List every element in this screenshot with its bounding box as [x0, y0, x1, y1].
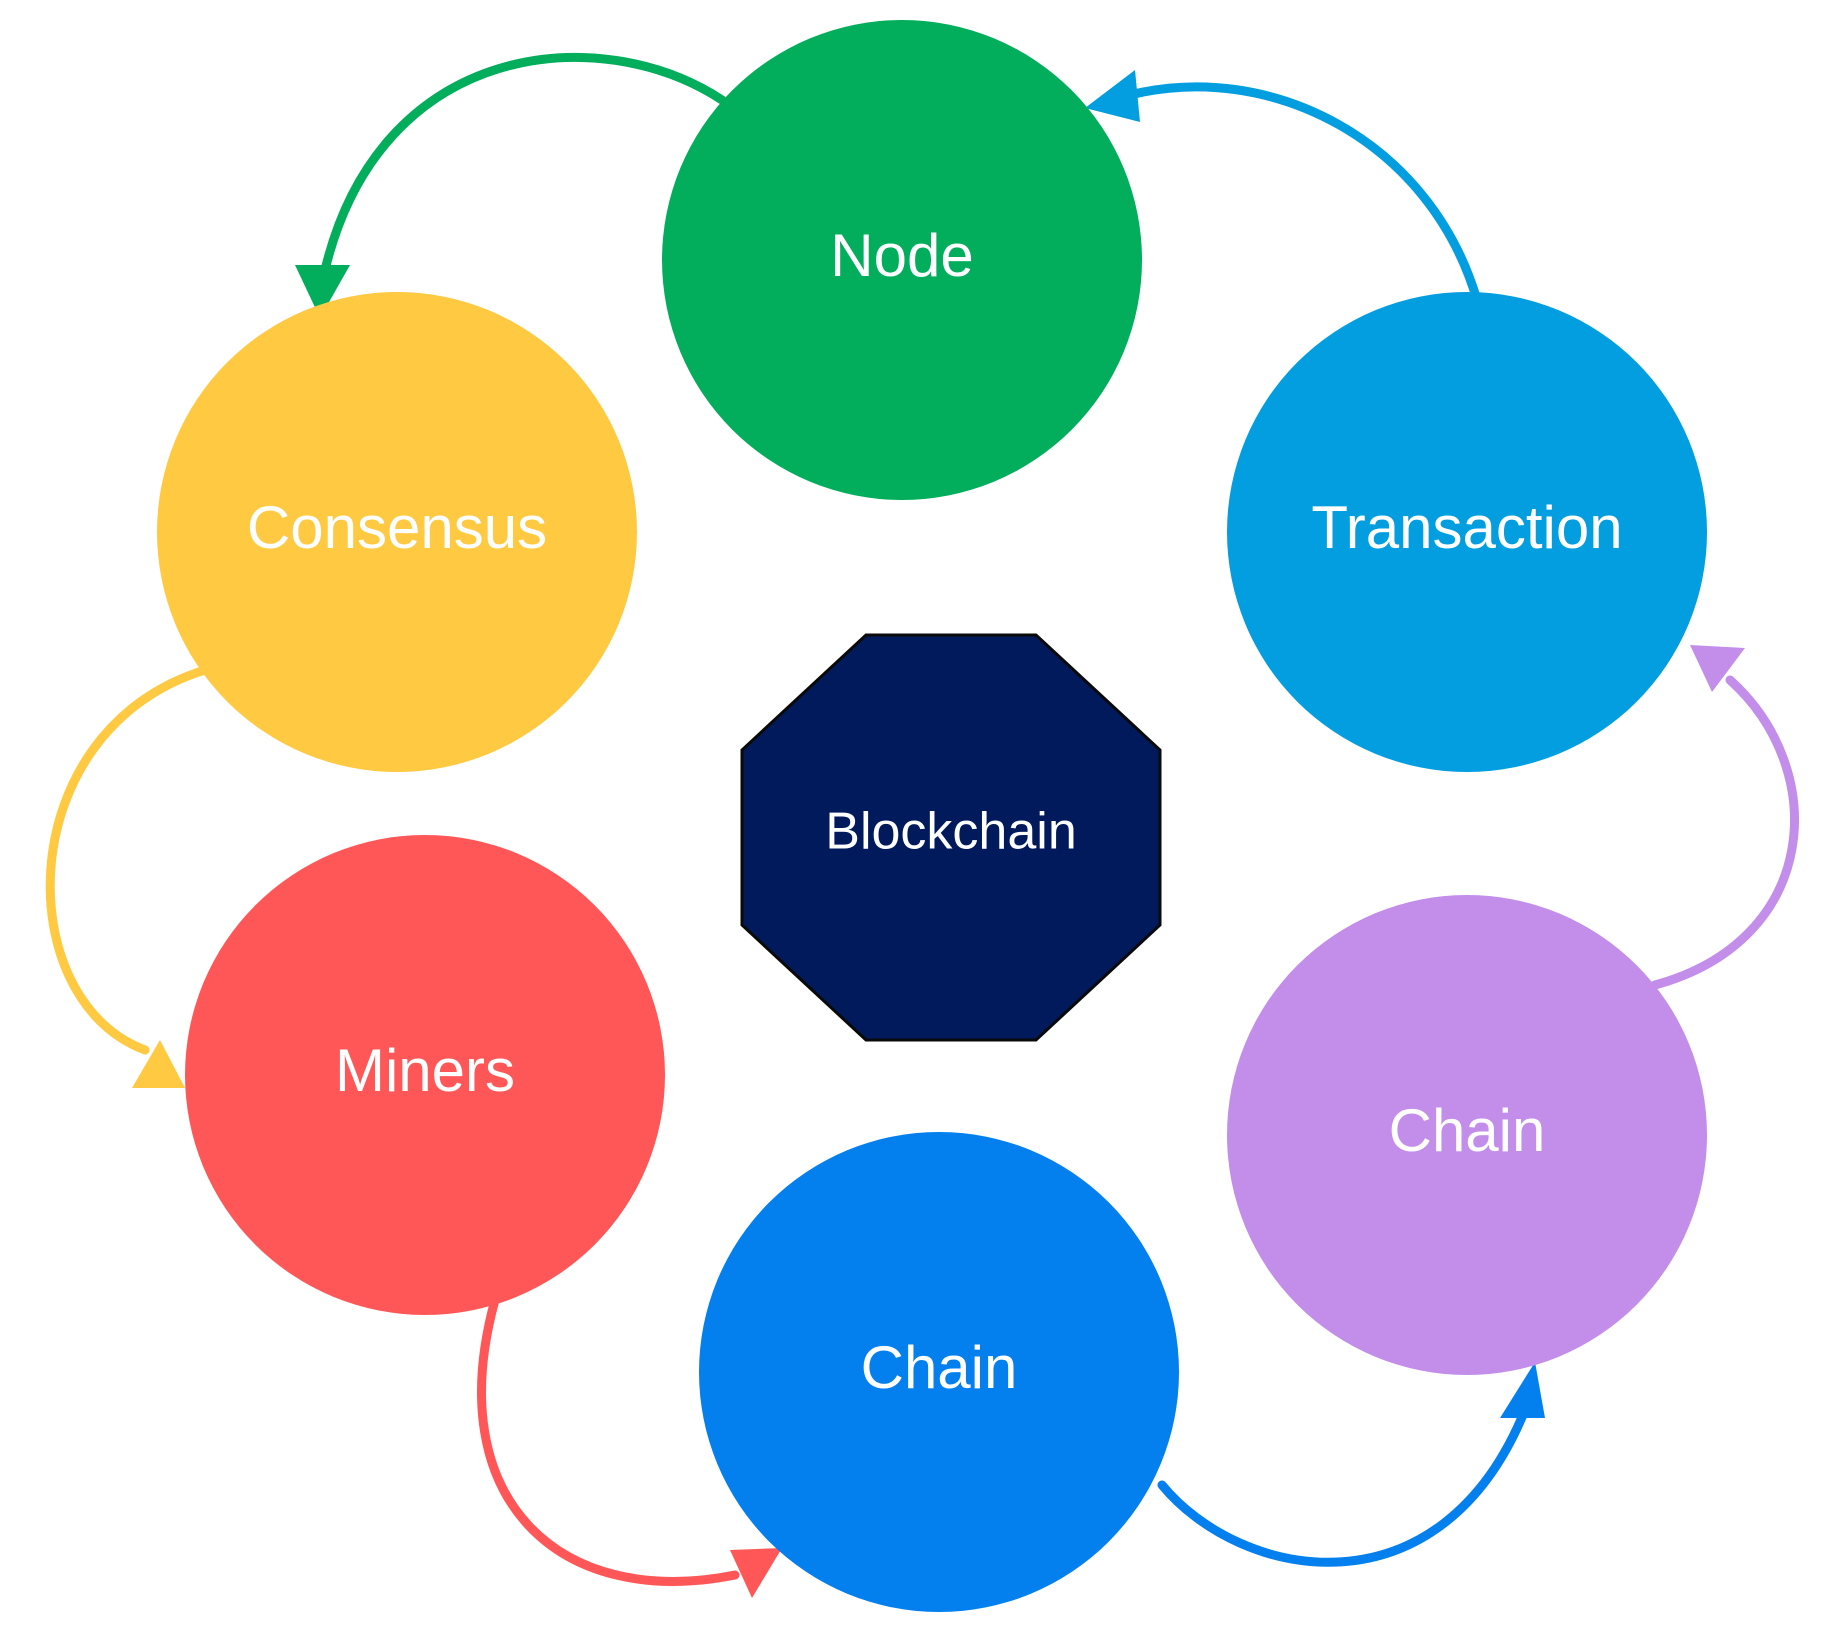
arrow-chainbottom-to-chainright — [1157, 1405, 1530, 1567]
node-chain-right-label: Chain — [1389, 1097, 1546, 1164]
arrowhead-node-to-consensus — [295, 265, 350, 318]
node-miners-label: Miners — [335, 1037, 515, 1104]
node-chain-bottom-shape — [699, 1132, 1179, 1612]
node-chain-right-shape — [1227, 895, 1707, 1375]
node-circle-chain-right: Chain — [1227, 895, 1707, 1375]
node-consensus-label: Consensus — [247, 494, 547, 561]
arrow-consensus-to-miners — [45, 665, 210, 1055]
arrowhead-chainright-to-transaction — [1690, 645, 1745, 692]
arrowhead-transaction-to-node — [1085, 70, 1140, 122]
arrowhead-consensus-to-miners — [132, 1040, 185, 1088]
node-node-label: Node — [830, 222, 973, 289]
arrow-chainright-to-transaction — [1650, 675, 1799, 990]
node-consensus-shape — [157, 292, 637, 772]
center-octagon — [740, 633, 1162, 1042]
center-blockchain: Blockchain — [740, 633, 1162, 1042]
arrow-transaction-to-node — [1125, 82, 1482, 305]
node-circle-transaction: Transaction — [1227, 292, 1707, 772]
node-chain-bottom-label: Chain — [861, 1334, 1018, 1401]
node-circle-chain-bottom: Chain — [699, 1132, 1179, 1612]
center-label: Blockchain — [825, 803, 1076, 861]
arrowhead-chainbottom-to-chainright — [1500, 1362, 1545, 1418]
node-circle-node: Node — [662, 20, 1142, 500]
node-circles: Node Transaction Chain Chain Miners Cons… — [157, 20, 1707, 1612]
node-transaction-label: Transaction — [1311, 494, 1622, 561]
arrow-node-to-consensus — [320, 53, 727, 275]
node-node-shape — [662, 20, 1142, 500]
node-transaction-shape — [1227, 292, 1707, 772]
node-miners-shape — [185, 835, 665, 1315]
arrows — [45, 53, 1799, 1598]
node-circle-miners: Miners — [185, 835, 665, 1315]
node-circle-consensus: Consensus — [157, 292, 637, 772]
arrowhead-miners-to-chainbottom — [730, 1548, 782, 1598]
arrow-miners-to-chainbottom — [477, 1295, 740, 1586]
